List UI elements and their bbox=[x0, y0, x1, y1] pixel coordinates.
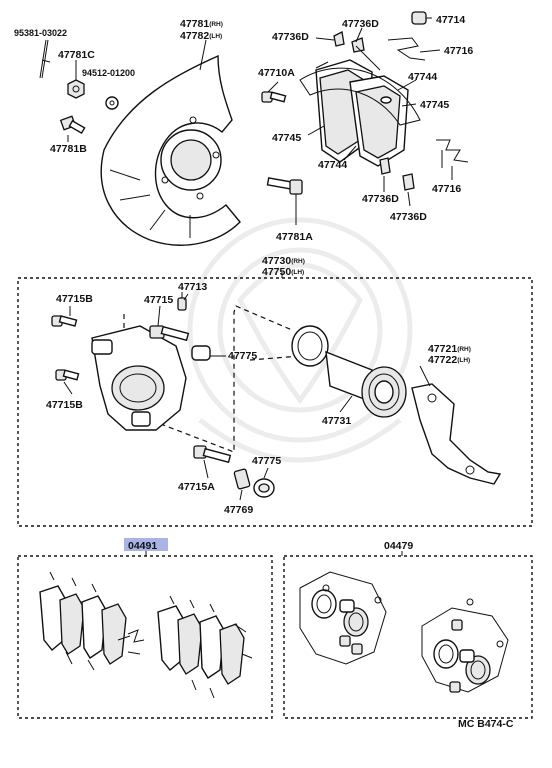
bolt-47781a bbox=[266, 177, 303, 225]
caliper-box bbox=[17, 277, 533, 527]
label-47744-b: 47744 bbox=[318, 159, 347, 171]
label-47750: 47750(LH) bbox=[262, 266, 304, 278]
kit-highlight bbox=[124, 538, 168, 551]
label-47730: 47730(RH) bbox=[262, 255, 305, 267]
label-47722: 47722(LH) bbox=[428, 354, 470, 366]
label-47782: 47782(LH) bbox=[180, 30, 222, 42]
seal-left bbox=[311, 584, 382, 655]
anti-rattle-spring bbox=[387, 37, 426, 61]
brake-pads bbox=[315, 45, 409, 167]
cotter-pin bbox=[39, 39, 51, 79]
pad-set-right bbox=[157, 595, 253, 699]
label-47715a: 47715A bbox=[178, 481, 215, 493]
label-47736d-d: 47736D bbox=[390, 211, 427, 223]
label-47730-suffix: (RH) bbox=[291, 258, 305, 265]
label-47750-num: 47750 bbox=[262, 266, 291, 278]
label-47715: 47715 bbox=[144, 294, 173, 306]
label-47782-suffix: (LH) bbox=[209, 33, 222, 40]
label-47781b: 47781B bbox=[50, 143, 87, 155]
label-47781-suffix: (RH) bbox=[209, 21, 223, 28]
label-47744-a: 47744 bbox=[408, 71, 437, 83]
pin-boot-upper bbox=[191, 345, 226, 361]
bolt-47715b-bottom bbox=[55, 369, 80, 381]
label-47782-num: 47782 bbox=[180, 30, 209, 42]
label-47736d-b: 47736D bbox=[342, 18, 379, 30]
bleeder-bolt bbox=[261, 81, 287, 103]
label-kit-04491: 04491 bbox=[128, 540, 157, 552]
seal-right bbox=[433, 598, 504, 693]
label-47722-num: 47722 bbox=[428, 354, 457, 366]
diagram-code: MC B474-C bbox=[458, 718, 514, 730]
label-47736d-c: 47736D bbox=[362, 193, 399, 205]
anti-rattle-spring-lower bbox=[436, 139, 469, 168]
leader-lines-caliper bbox=[63, 293, 431, 501]
label-47731: 47731 bbox=[322, 415, 351, 427]
label-47715b-bottom: 47715B bbox=[46, 399, 83, 411]
label-47781-num: 47781 bbox=[180, 18, 209, 30]
pad-kit-section: 04491 bbox=[17, 538, 273, 719]
top-section: 95381-03022 47781C 94512-01200 47781B 47… bbox=[14, 11, 473, 278]
dust-shield bbox=[100, 39, 241, 246]
nut bbox=[67, 60, 85, 99]
piston bbox=[325, 350, 407, 418]
label-47769: 47769 bbox=[224, 504, 253, 516]
mounting-bracket bbox=[411, 383, 502, 485]
seal-kit-box bbox=[283, 555, 533, 719]
label-95381-03022: 95381-03022 bbox=[14, 28, 67, 38]
label-47750-suffix: (LH) bbox=[291, 269, 304, 276]
label-47721-num: 47721 bbox=[428, 343, 457, 355]
label-47775-upper: 47775 bbox=[228, 350, 257, 362]
label-kit-04479: 04479 bbox=[384, 540, 413, 552]
label-47736d-a: 47736D bbox=[272, 31, 309, 43]
bushing bbox=[233, 468, 251, 490]
bolt-47781b bbox=[59, 115, 86, 142]
pad-clip bbox=[333, 31, 365, 53]
bleeder-screw bbox=[177, 292, 187, 311]
label-47716-b: 47716 bbox=[432, 183, 461, 195]
pin-boot-lower bbox=[253, 478, 275, 498]
washer bbox=[105, 96, 119, 110]
label-47745-b: 47745 bbox=[272, 132, 301, 144]
cap bbox=[411, 11, 432, 25]
label-47781a: 47781A bbox=[276, 231, 313, 243]
label-47714: 47714 bbox=[436, 14, 465, 26]
label-47721-suffix: (RH) bbox=[457, 346, 471, 353]
label-47716-a: 47716 bbox=[444, 45, 473, 57]
label-94512-01200: 94512-01200 bbox=[82, 68, 135, 78]
label-47781: 47781(RH) bbox=[180, 18, 223, 30]
label-47710a: 47710A bbox=[258, 67, 295, 79]
piston-seal bbox=[291, 325, 329, 367]
label-47715b-top: 47715B bbox=[56, 293, 93, 305]
label-47730-num: 47730 bbox=[262, 255, 291, 267]
caliper-body bbox=[91, 325, 187, 431]
caliper-section: 47715B 47713 47715 47775 47715B 47731 47… bbox=[17, 272, 533, 527]
slide-pin bbox=[149, 325, 190, 342]
slide-pin-lower bbox=[193, 445, 232, 464]
pad-set-left bbox=[39, 571, 145, 671]
label-47721: 47721(RH) bbox=[428, 343, 471, 355]
leader-lines-top bbox=[307, 27, 453, 207]
label-47722-suffix: (LH) bbox=[457, 357, 470, 364]
label-47775-lower: 47775 bbox=[252, 455, 281, 467]
label-47781c: 47781C bbox=[58, 49, 95, 61]
watermark-emblem bbox=[187, 217, 413, 463]
label-47713: 47713 bbox=[178, 281, 207, 293]
bolt-47715b-top bbox=[51, 315, 78, 327]
pad-clip-lower bbox=[379, 157, 415, 191]
seal-kit-section: 04479 bbox=[283, 540, 533, 719]
pad-kit-box bbox=[17, 555, 273, 719]
label-47745-a: 47745 bbox=[420, 99, 449, 111]
